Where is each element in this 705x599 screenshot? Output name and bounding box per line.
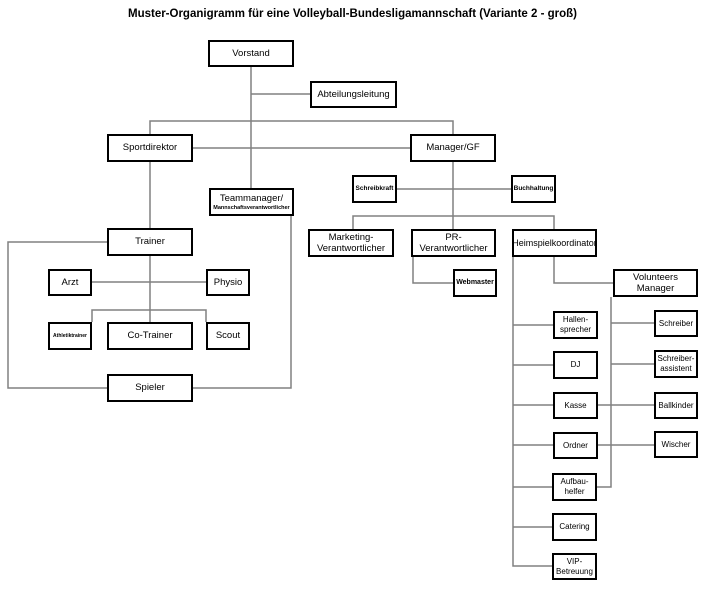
node-athletiktrainer: Athletiktrainer [48,322,92,350]
node-label: Marketing- Verantwortlicher [316,231,386,254]
connector-mid-bracket [352,215,555,229]
node-ballkinder: Ballkinder [654,392,698,419]
node-heimspielkoordinator: Heimspielkoordinator [512,229,597,257]
connector-teammanager-spieler [193,216,292,389]
node-spieler: Spieler [107,374,193,402]
node-marketing-verantwortlicher: Marketing- Verantwortlicher [308,229,394,257]
node-label: Sportdirektor [122,142,178,154]
connector-top-bracket [149,120,454,134]
node-wischer: Wischer [654,431,698,458]
node-label: Aufbau- helfer [560,477,589,496]
connector-trainer-spieler [7,241,107,389]
node-arzt: Arzt [48,269,92,296]
node-schreibkraft: Schreibkraft [352,175,397,203]
node-label: Physio [213,276,243,288]
node-label: Schreibkraft [355,185,394,193]
node-sublabel: Mannschaftsverantwortlicher [213,204,290,211]
node-catering: Catering [552,513,597,541]
node-label: Webmaster [456,278,494,286]
node-label: PR-Verantwortlicher [419,231,488,254]
node-label: Buchhaltung [513,185,554,193]
connector-athletiktrainer-scout [91,309,207,322]
node-trainer: Trainer [107,228,193,256]
node-label: Heimspielkoordinator [512,237,597,248]
node-webmaster: Webmaster [453,269,497,297]
node-schreiber: Schreiber [654,310,698,337]
node-ordner: Ordner [553,432,598,459]
node-label: Abteilungsleitung [317,88,390,100]
node-pr-verantwortlicher: PR-Verantwortlicher [411,229,496,257]
connector-volunteers-stem [597,297,612,488]
node-label: Wischer [661,439,691,449]
node-label: DJ [570,360,581,370]
node-label: Ballkinder [658,400,694,410]
node-vip-betreuung: VIP- Betreuung [552,553,597,580]
node-label: Schreiber- assistent [657,354,695,373]
node-label: Arzt [61,276,79,288]
node-label: Athletiktrainer [53,333,87,339]
node-sportdirektor: Sportdirektor [107,134,193,162]
node-label: Volunteers Manager [633,271,678,294]
node-vorstand: Vorstand [208,40,294,67]
node-label: Schreiber [658,318,694,328]
node-abteilungsleitung: Abteilungsleitung [310,81,397,108]
node-kasse: Kasse [553,392,598,419]
node-volunteers-manager: Volunteers Manager [613,269,698,297]
diagram-title: Muster-Organigramm für eine Volleyball-B… [127,8,577,20]
node-physio: Physio [206,269,250,296]
node-label: Kasse [564,400,587,410]
node-schreiberassistent: Schreiber- assistent [654,350,698,378]
node-hallensprecher: Hallen- sprecher [553,311,598,339]
connector-pr-webmaster [412,257,453,284]
node-aufbauhelfer: Aufbau- helfer [552,473,597,501]
node-dj: DJ [553,351,598,379]
node-co-trainer: Co-Trainer [107,322,193,350]
node-label: Scout [215,330,241,342]
node-label: Vorstand [232,47,270,59]
connector-heimspiel-volunteers [553,257,613,284]
node-label: Catering [559,522,590,532]
node-teammanager: Teammanager/ Mannschaftsverantwortlicher [209,188,294,216]
node-manager-gf: Manager/GF [410,134,496,162]
connector-heimspiel-column-stem [512,257,552,567]
node-label: Trainer [135,236,165,248]
node-label: Manager/GF [426,142,480,154]
node-buchhaltung: Buchhaltung [511,175,556,203]
node-label: Hallen- sprecher [559,315,592,334]
node-label: Ordner [563,440,588,450]
node-label: Spieler [135,382,165,394]
node-scout: Scout [206,322,250,350]
node-label: VIP- Betreuung [556,556,593,576]
node-label: Co-Trainer [127,330,173,342]
node-label: Teammanager/ [219,193,284,205]
